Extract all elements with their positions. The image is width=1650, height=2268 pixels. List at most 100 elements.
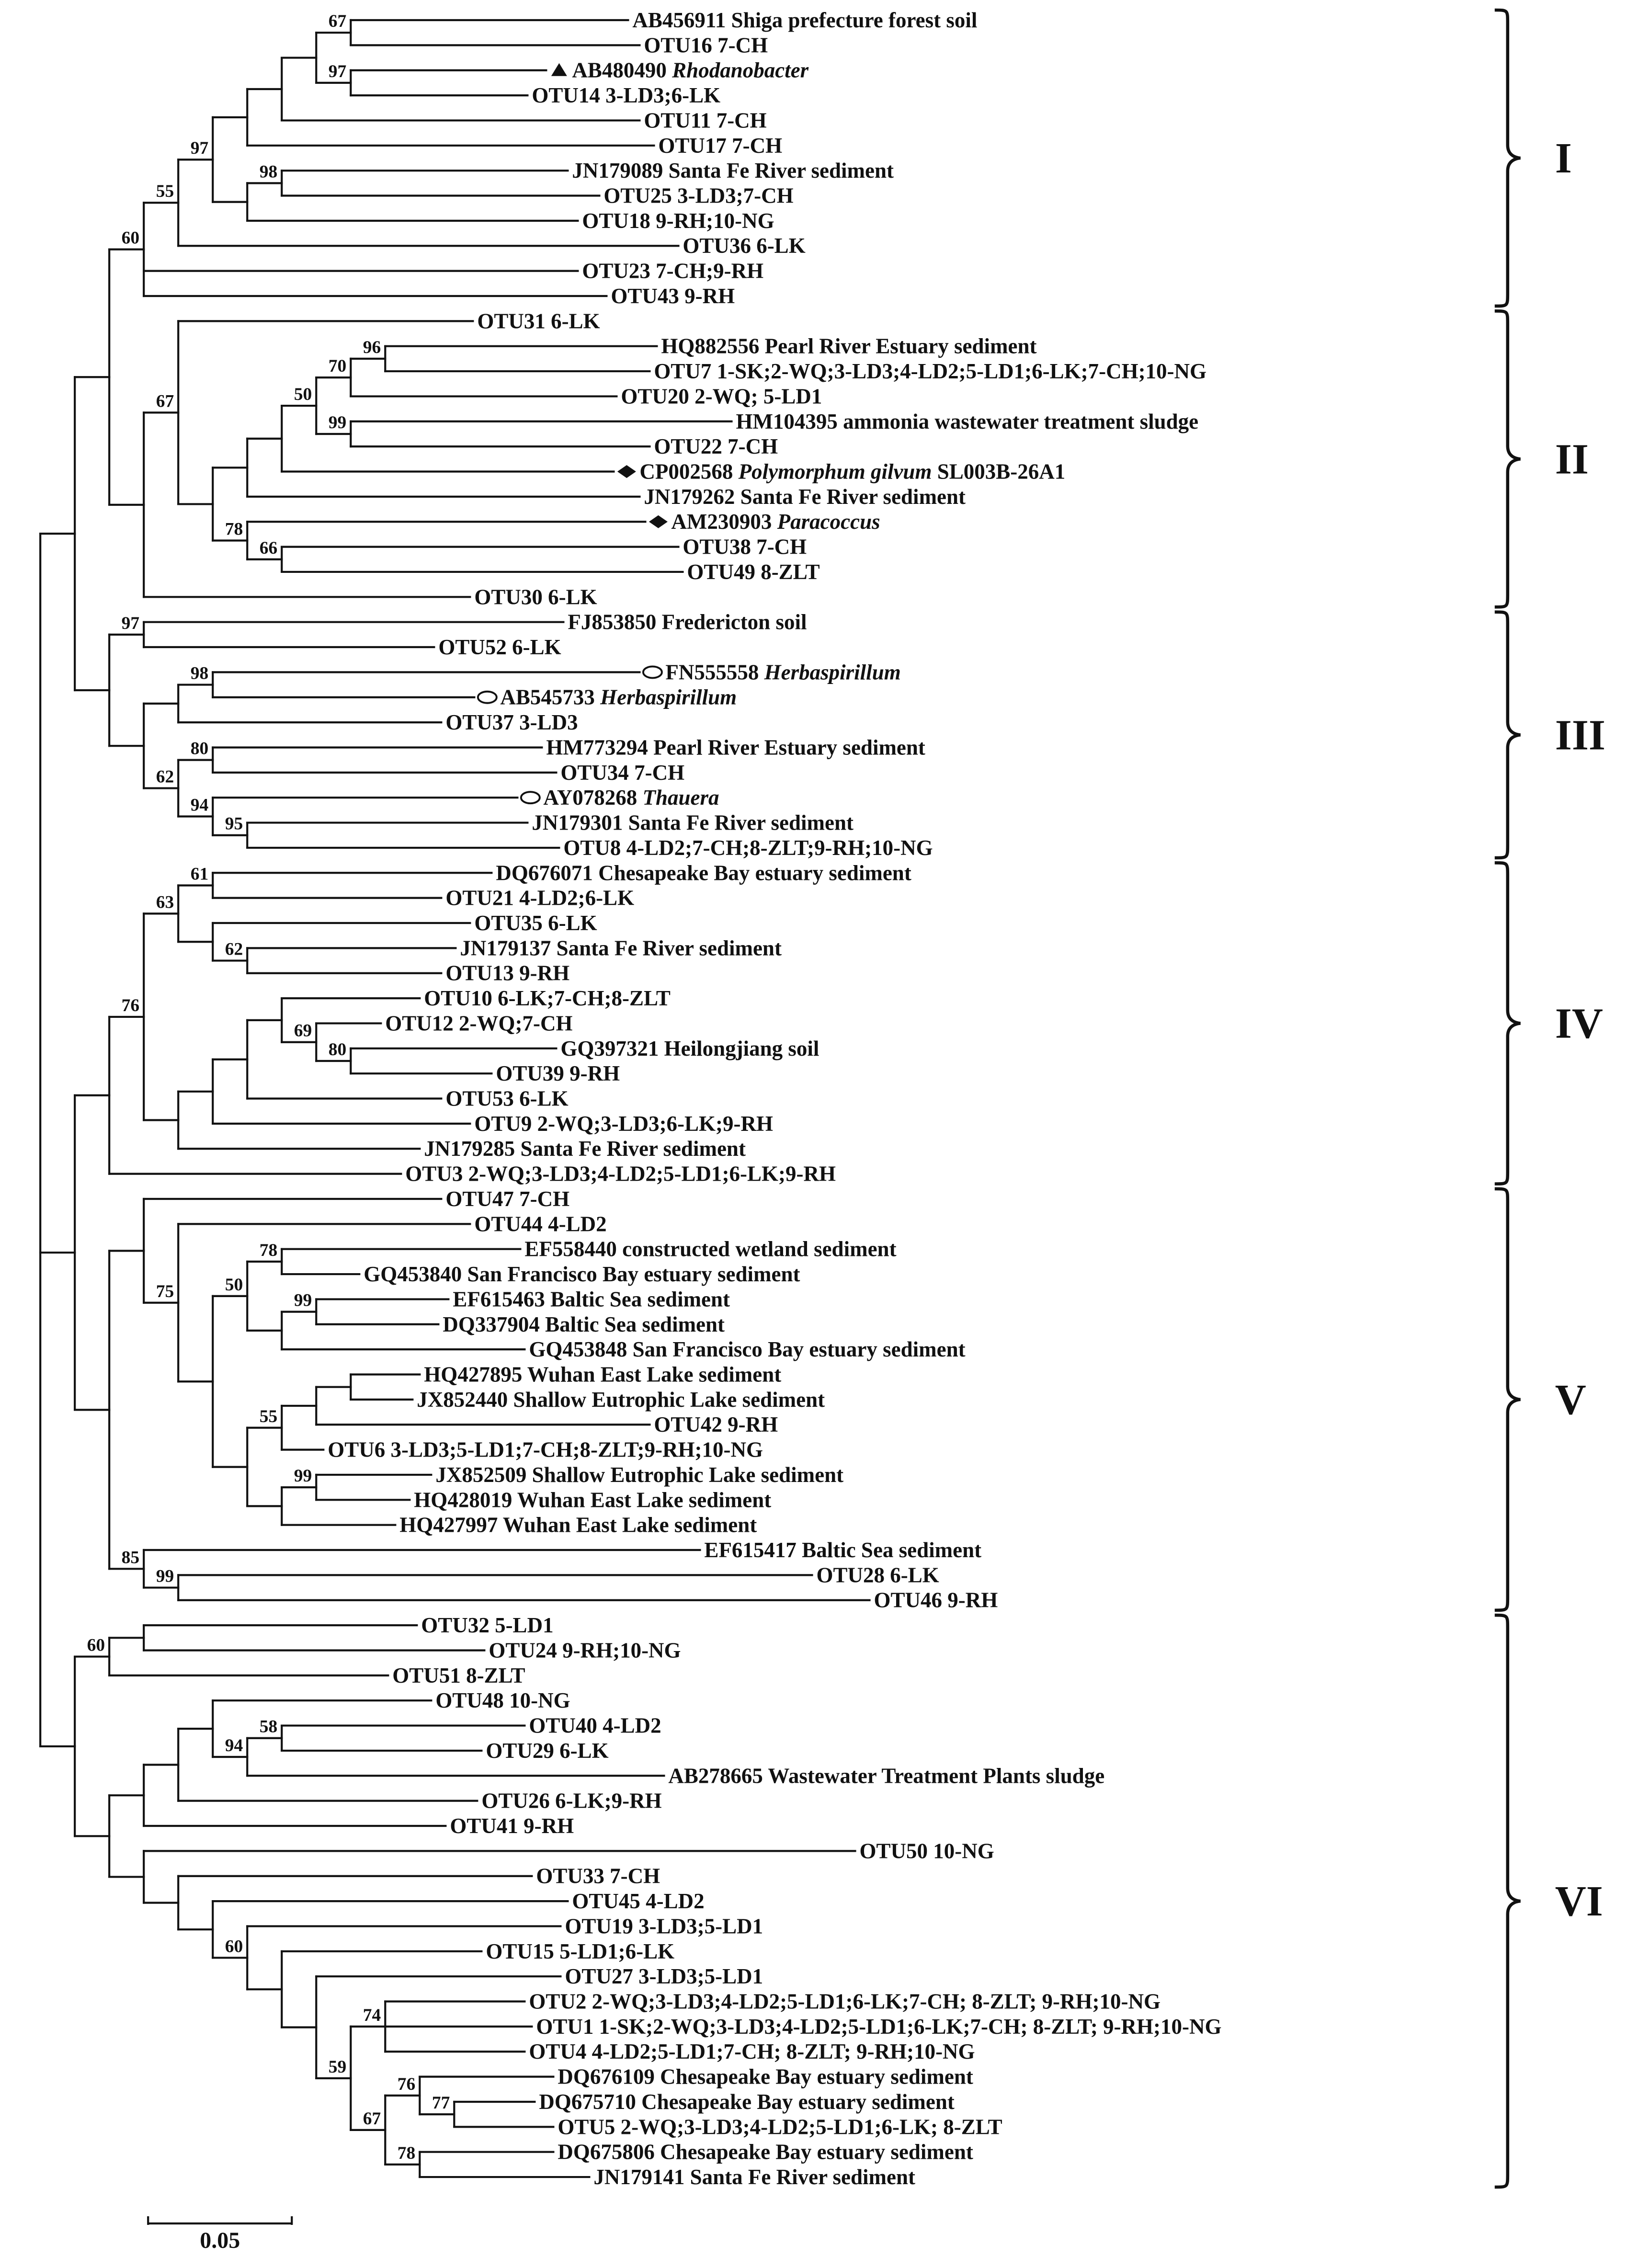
bootstrap-value: 97 — [191, 138, 209, 158]
taxon-label: HQ427997 Wuhan East Lake sediment — [399, 1513, 757, 1537]
taxon-label: OTU51 8-ZLT — [392, 1664, 525, 1687]
tree-branches — [39, 19, 871, 2178]
taxon-label: OTU40 4-LD2 — [529, 1714, 661, 1738]
taxon-label: JX852440 Shallow Eutrophic Lake sediment — [417, 1388, 825, 1412]
bootstrap-value: 75 — [156, 1282, 174, 1301]
taxon-label: OTU39 9-RH — [496, 1061, 620, 1085]
taxon-label: AB480490 Rhodanobacter — [572, 58, 808, 82]
taxon-label: JN179262 Santa Fe River sediment — [644, 485, 966, 509]
taxon-label: OTU10 6-LK;7-CH;8-ZLT — [424, 986, 671, 1010]
taxon-label: OTU24 9-RH;10-NG — [489, 1638, 681, 1662]
bootstrap-value: 69 — [294, 1021, 312, 1041]
taxon-label: DQ675806 Chesapeake Bay estuary sediment — [558, 2140, 973, 2164]
taxon-label: OTU11 7-CH — [644, 108, 766, 132]
triangle-marker-icon — [551, 63, 567, 76]
taxon-label: OTU3 2-WQ;3-LD3;4-LD2;5-LD1;6-LK;9-RH — [405, 1162, 836, 1186]
scale-bar-label: 0.05 — [200, 2228, 240, 2253]
taxon-label: OTU48 10-NG — [435, 1688, 570, 1712]
taxon-label: JX852509 Shallow Eutrophic Lake sediment — [435, 1463, 843, 1487]
bootstrap-value: 50 — [225, 1275, 243, 1295]
oval-marker-icon — [642, 665, 663, 679]
taxon-label: OTU41 9-RH — [450, 1814, 574, 1838]
taxon-label: OTU42 9-RH — [654, 1413, 778, 1436]
bootstrap-value: 50 — [294, 385, 312, 404]
taxon-label: OTU50 10-NG — [860, 1839, 994, 1863]
bootstrap-value: 98 — [260, 162, 278, 182]
taxon-label: DQ675710 Chesapeake Bay estuary sediment — [539, 2090, 954, 2114]
clade-bracket-IV — [1494, 861, 1521, 1185]
taxon-label: OTU16 7-CH — [644, 33, 768, 57]
taxon-label: OTU6 3-LD3;5-LD1;7-CH;8-ZLT;9-RH;10-NG — [328, 1438, 763, 1462]
taxon-label: OTU20 2-WQ; 5-LD1 — [621, 384, 822, 408]
taxon-markers — [477, 63, 668, 805]
taxon-label: AB278665 Wastewater Treatment Plants slu… — [668, 1764, 1104, 1788]
taxon-label: OTU26 6-LK;9-RH — [481, 1789, 661, 1813]
taxon-label: EF615463 Baltic Sea sediment — [453, 1287, 730, 1311]
taxon-label: OTU52 6-LK — [438, 635, 561, 659]
taxon-label: DQ676109 Chesapeake Bay estuary sediment — [558, 2065, 973, 2089]
clade-bracket-I — [1494, 8, 1521, 308]
taxon-label: CP002568 Polymorphum gilvum SL003B-26A1 — [639, 460, 1065, 484]
taxon-label: OTU15 5-LD1;6-LK — [486, 1939, 674, 1963]
taxon-label: OTU29 6-LK — [486, 1739, 608, 1763]
taxon-label: FJ853850 Fredericton soil — [568, 610, 807, 634]
bootstrap-value: 66 — [260, 538, 278, 558]
clade-bracket-III — [1494, 610, 1521, 860]
bootstrap-value: 78 — [260, 1241, 278, 1260]
diamond-marker-icon — [617, 465, 636, 479]
taxon-label: OTU34 7-CH — [560, 761, 684, 785]
taxon-label: OTU44 4-LD2 — [474, 1212, 606, 1236]
clade-label-V: V — [1555, 1376, 1586, 1424]
clade-label-I: I — [1555, 135, 1572, 182]
bootstrap-value: 62 — [225, 940, 243, 959]
taxon-label: JN179141 Santa Fe River sediment — [593, 2165, 915, 2189]
taxon-label: OTU4 4-LD2;5-LD1;7-CH; 8-ZLT; 9-RH;10-NG — [529, 2040, 975, 2063]
taxon-label: GQ453848 San Francisco Bay estuary sedim… — [529, 1337, 965, 1361]
taxon-label: OTU17 7-CH — [658, 134, 782, 158]
bootstrap-value: 67 — [329, 11, 347, 31]
bootstrap-value: 99 — [329, 413, 347, 433]
taxon-label: OTU27 3-LD3;5-LD1 — [565, 1964, 763, 1988]
clade-label-III: III — [1555, 711, 1605, 759]
taxon-label: HM104395 ammonia wastewater treatment sl… — [736, 410, 1198, 433]
taxon-label: EF615417 Baltic Sea sediment — [704, 1538, 981, 1562]
bootstrap-value: 60 — [87, 1636, 105, 1655]
taxon-label: OTU32 5-LD1 — [421, 1613, 553, 1637]
taxon-label: AM230903 Paracoccus — [671, 510, 880, 534]
bootstrap-value: 98 — [191, 664, 209, 684]
taxon-label: OTU33 7-CH — [536, 1864, 660, 1888]
bootstrap-value: 85 — [122, 1548, 140, 1567]
taxon-label: OTU53 6-LK — [445, 1087, 568, 1111]
bootstrap-value: 55 — [156, 182, 174, 201]
bootstrap-value: 60 — [122, 228, 140, 248]
bootstrap-value: 99 — [294, 1466, 312, 1486]
taxon-label: HQ882556 Pearl River Estuary sediment — [661, 334, 1036, 358]
taxon-label: OTU5 2-WQ;3-LD3;4-LD2;5-LD1;6-LK; 8-ZLT — [558, 2115, 1002, 2139]
taxon-label: OTU38 7-CH — [683, 535, 807, 559]
taxon-label: OTU19 3-LD3;5-LD1 — [565, 1914, 763, 1938]
taxon-label: HM773294 Pearl River Estuary sediment — [546, 735, 925, 759]
taxon-label: OTU23 7-CH;9-RH — [582, 259, 763, 283]
bootstrap-value: 77 — [432, 2093, 450, 2113]
taxon-label: OTU35 6-LK — [474, 911, 597, 935]
taxon-label: GQ453840 San Francisco Bay estuary sedim… — [364, 1262, 800, 1286]
bootstrap-value: 97 — [122, 614, 140, 633]
taxon-label: OTU2 2-WQ;3-LD3;4-LD2;5-LD1;6-LK;7-CH; 8… — [529, 1990, 1161, 2014]
taxon-label: OTU46 9-RH — [874, 1588, 998, 1612]
taxon-label: OTU9 2-WQ;3-LD3;6-LK;9-RH — [474, 1112, 773, 1136]
clade-bracket-V — [1494, 1187, 1521, 1612]
clade-label-VI: VI — [1555, 1878, 1603, 1925]
taxon-label: OTU36 6-LK — [683, 234, 805, 258]
taxon-label: OTU22 7-CH — [654, 434, 778, 458]
taxon-label: GQ397321 Heilongjiang soil — [560, 1037, 819, 1060]
bootstrap-value: 74 — [363, 2006, 381, 2025]
taxon-label: AB456911 Shiga prefecture forest soil — [632, 8, 977, 32]
taxon-label: OTU45 4-LD2 — [572, 1889, 704, 1913]
bootstrap-value: 76 — [122, 996, 140, 1015]
clade-label-IV: IV — [1555, 1000, 1603, 1047]
bootstrap-value: 67 — [156, 391, 174, 411]
taxon-label: JN179137 Santa Fe River sediment — [460, 936, 782, 960]
